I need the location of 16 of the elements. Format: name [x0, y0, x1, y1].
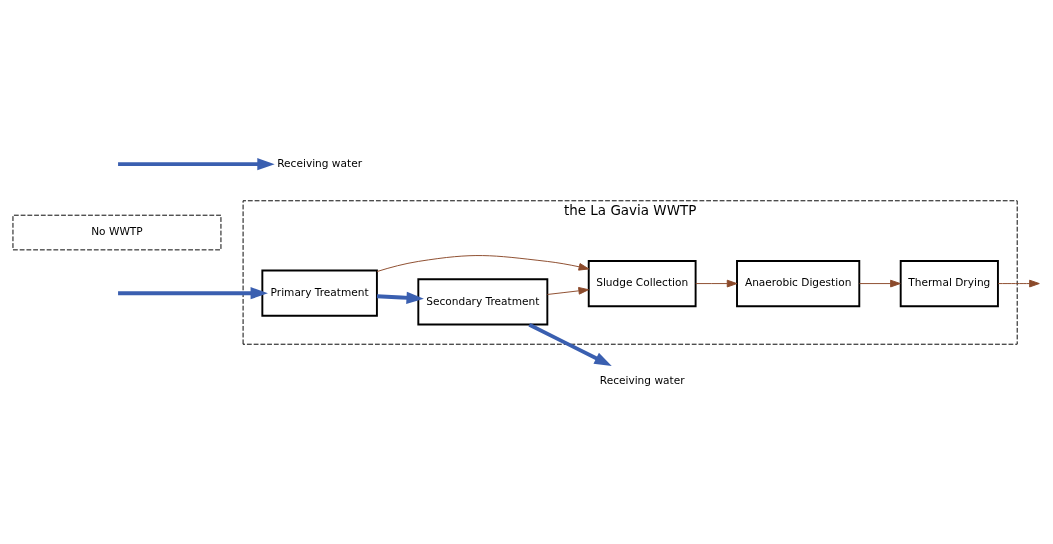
arrow [376, 254, 590, 272]
node-box: Primary Treatment [261, 269, 378, 317]
node-box: Sludge Collection [587, 259, 697, 307]
arrow [997, 279, 1040, 287]
node-text: Receiving water [277, 156, 363, 169]
arrow [118, 286, 268, 299]
node-box: Anaerobic Digestion [736, 259, 861, 307]
arrow [376, 291, 424, 304]
node-text: Receiving water [599, 373, 685, 386]
arrow [546, 286, 589, 295]
node-box: Secondary Treatment [417, 277, 549, 325]
arrow [695, 279, 738, 287]
node-box: No WWTP [12, 214, 222, 250]
arrow [118, 157, 275, 170]
arrow [858, 279, 901, 287]
node-box: Thermal Drying [899, 259, 999, 307]
